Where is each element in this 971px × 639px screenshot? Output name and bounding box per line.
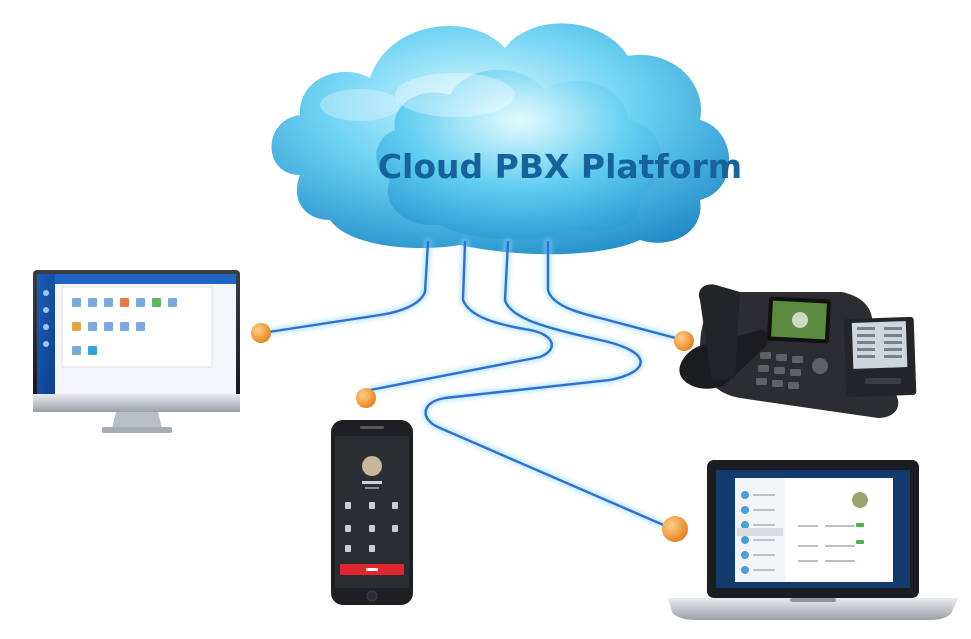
cloud-pbx-icon: Cloud PBX Platform	[271, 23, 742, 255]
desktop-monitor-icon	[33, 270, 240, 433]
network-cables	[258, 238, 687, 531]
node-laptop	[662, 516, 688, 542]
smartphone-icon	[331, 420, 413, 605]
node-desk-phone	[674, 331, 694, 351]
node-smartphone	[356, 388, 376, 408]
cloud-title: Cloud PBX Platform	[378, 147, 742, 186]
ip-desk-phone-icon	[679, 284, 917, 418]
node-desktop	[251, 323, 271, 343]
connection-nodes	[251, 323, 694, 542]
laptop-icon	[668, 460, 958, 620]
